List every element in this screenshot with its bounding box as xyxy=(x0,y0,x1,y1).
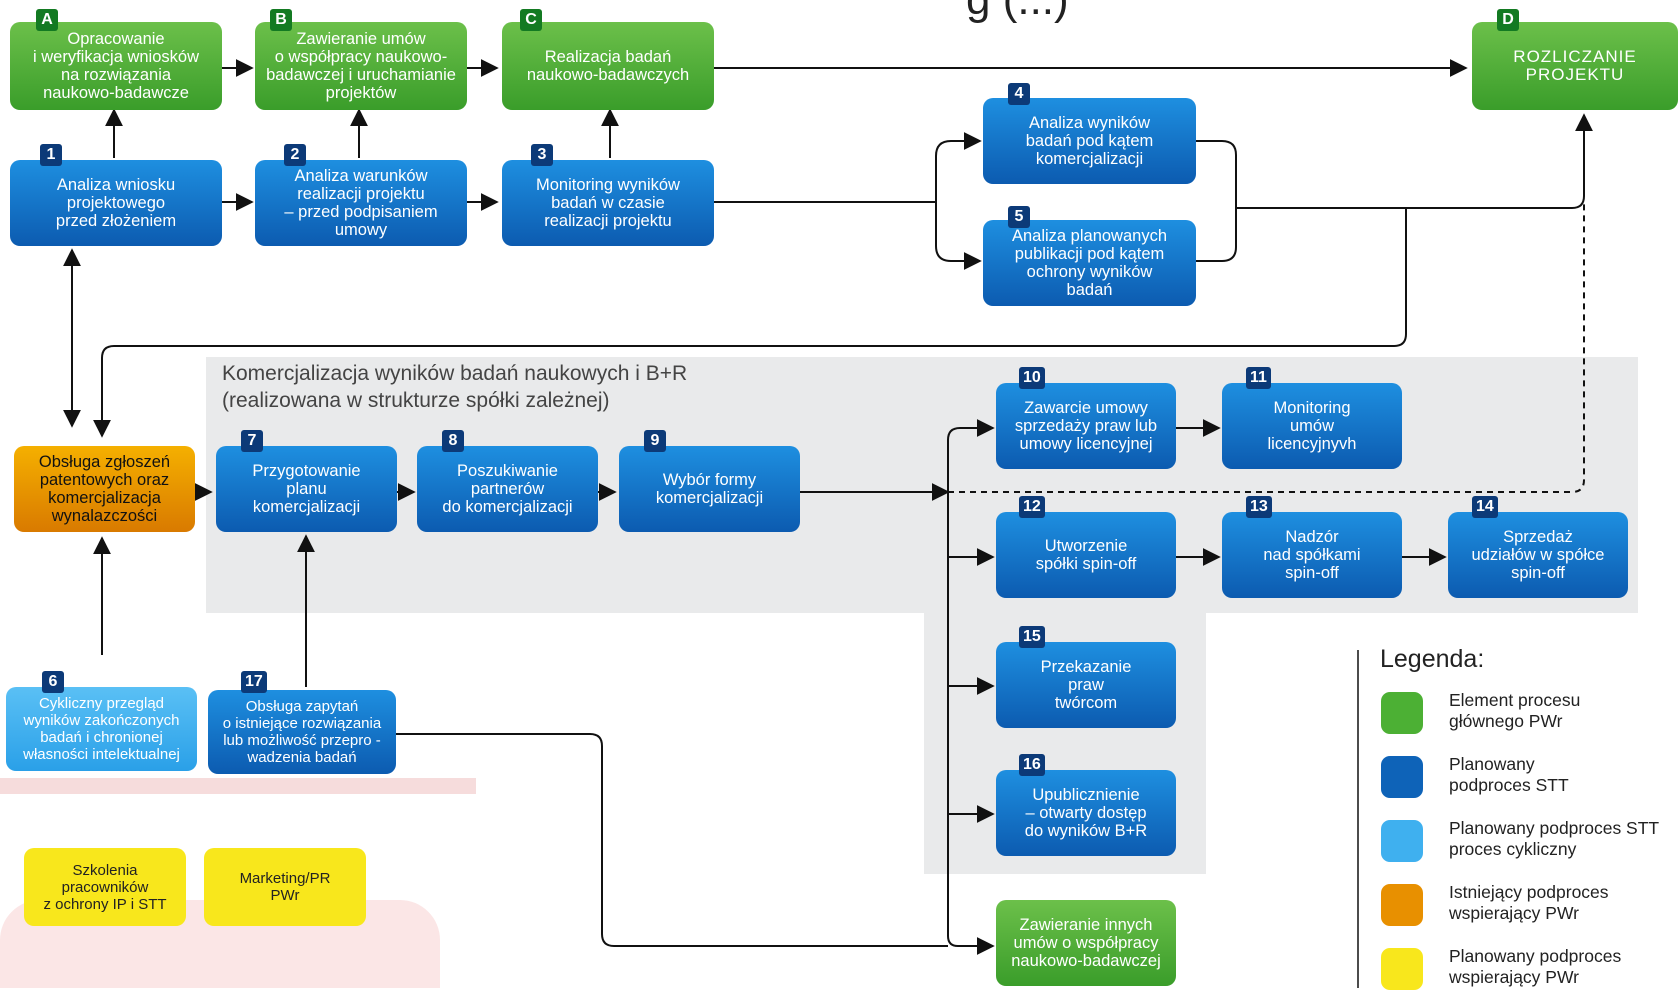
badge-d: D xyxy=(1497,9,1519,31)
process-box-10-text: Zawarcie umowy sprzedaży praw lub umowy … xyxy=(1014,399,1158,453)
process-box-d[interactable]: ROZLICZANIE PROJEKTU xyxy=(1472,22,1678,110)
patent-service-text: Obsługa zgłoszeń patentowych oraz komerc… xyxy=(38,453,171,525)
badge-4: 4 xyxy=(1008,83,1030,105)
process-box-6-text: Cykliczny przegląd wyników zakończonych … xyxy=(23,695,180,763)
process-box-c-text: Realizacja badań naukowo-badawczych xyxy=(526,48,690,84)
badge-6: 6 xyxy=(42,671,64,693)
badge-7: 7 xyxy=(241,430,263,452)
process-box-3-text: Monitoring wyników badań w czasie realiz… xyxy=(536,176,680,230)
badge-8: 8 xyxy=(442,430,464,452)
process-box-c[interactable]: Realizacja badań naukowo-badawczych xyxy=(502,22,714,110)
legend-swatch-2 xyxy=(1381,756,1423,798)
badge-a: A xyxy=(36,9,58,31)
process-box-13-text: Nadzór nad spółkami spin-off xyxy=(1263,528,1361,582)
process-box-4-text: Analiza wyników badań pod kątem komercja… xyxy=(1025,114,1154,168)
process-box-12[interactable]: Utworzenie spółki spin-off xyxy=(996,512,1176,598)
process-box-1-text: Analiza wniosku projektowego przed złoże… xyxy=(55,176,177,230)
legend-swatch-5 xyxy=(1381,948,1423,990)
badge-9: 9 xyxy=(644,430,666,452)
badge-1: 1 xyxy=(40,144,62,166)
marketing-box[interactable]: Marketing/PR PWr xyxy=(204,848,366,926)
training-box[interactable]: Szkolenia pracowników z ochrony IP i STT xyxy=(24,848,186,926)
process-box-16-text: Upublicznienie – otwarty dostęp do wynik… xyxy=(1024,786,1148,840)
patent-service-box[interactable]: Obsługa zgłoszeń patentowych oraz komerc… xyxy=(14,446,195,532)
badge-b: B xyxy=(270,9,292,31)
process-box-5-text: Analiza planowanych publikacji pod kątem… xyxy=(1011,227,1168,299)
process-box-a[interactable]: Opracowanie i weryfikacja wniosków na ro… xyxy=(10,22,222,110)
process-box-3[interactable]: Monitoring wyników badań w czasie realiz… xyxy=(502,160,714,246)
badge-12: 12 xyxy=(1019,496,1045,518)
process-box-14-text: Sprzedaż udziałów w spółce spin-off xyxy=(1471,528,1605,582)
other-agreements-text: Zawieranie innych umów o współpracy nauk… xyxy=(1011,916,1161,970)
process-box-2[interactable]: Analiza warunków realizacji projektu – p… xyxy=(255,160,467,246)
process-box-11[interactable]: Monitoring umów licencyjnyvh xyxy=(1222,383,1402,469)
process-box-6[interactable]: Cykliczny przegląd wyników zakończonych … xyxy=(6,687,197,771)
legend-title: Legenda: xyxy=(1380,645,1485,673)
watermark-stripe xyxy=(0,778,476,794)
process-box-2-text: Analiza warunków realizacji projektu – p… xyxy=(284,167,438,239)
badge-14: 14 xyxy=(1472,496,1498,518)
process-box-12-text: Utworzenie spółki spin-off xyxy=(1035,537,1137,573)
process-box-b[interactable]: Zawieranie umów o współpracy naukowo- ba… xyxy=(255,22,467,110)
badge-10: 10 xyxy=(1019,367,1045,389)
marketing-text: Marketing/PR PWr xyxy=(239,870,331,904)
badge-15: 15 xyxy=(1019,626,1045,648)
process-box-16[interactable]: Upublicznienie – otwarty dostęp do wynik… xyxy=(996,770,1176,856)
badge-c: C xyxy=(520,9,542,31)
process-box-11-text: Monitoring umów licencyjnyvh xyxy=(1267,399,1357,453)
process-box-15-text: Przekazanie praw twórcom xyxy=(1040,658,1132,712)
badge-3: 3 xyxy=(531,144,553,166)
process-box-17[interactable]: Obsługa zapytań o istniejące rozwiązania… xyxy=(208,690,396,774)
legend-label-5: Planowany podproces wspierający PWr xyxy=(1449,946,1622,987)
process-box-13[interactable]: Nadzór nad spółkami spin-off xyxy=(1222,512,1402,598)
process-box-9[interactable]: Wybór formy komercjalizacji xyxy=(619,446,800,532)
badge-11: 11 xyxy=(1246,367,1271,389)
process-box-7[interactable]: Przygotowanie planu komercjalizacji xyxy=(216,446,397,532)
process-box-7-text: Przygotowanie planu komercjalizacji xyxy=(252,462,361,516)
process-box-14[interactable]: Sprzedaż udziałów w spółce spin-off xyxy=(1448,512,1628,598)
legend-label-1: Element procesu głównego PWr xyxy=(1449,690,1581,731)
process-box-9-text: Wybór formy komercjalizacji xyxy=(655,471,764,507)
legend-swatch-4 xyxy=(1381,884,1423,926)
process-box-15[interactable]: Przekazanie praw twórcom xyxy=(996,642,1176,728)
legend-label-3: Planowany podproces STT proces cykliczny xyxy=(1449,818,1660,859)
process-box-17-text: Obsługa zapytań o istniejące rozwiązania… xyxy=(222,698,382,766)
process-box-8-text: Poszukiwanie partnerów do komercjalizacj… xyxy=(442,462,573,516)
training-text: Szkolenia pracowników z ochrony IP i STT xyxy=(43,861,167,913)
legend-label-2: Planowany podproces STT xyxy=(1449,754,1569,795)
section-label: Komercjalizacja wyników badań naukowych … xyxy=(222,362,688,412)
legend-label-4: Istniejący podproces wspierający PWr xyxy=(1449,882,1609,923)
process-box-b-text: Zawieranie umów o współpracy naukowo- ba… xyxy=(266,30,456,102)
other-agreements-box[interactable]: Zawieranie innych umów o współpracy nauk… xyxy=(996,900,1176,986)
legend-swatch-1 xyxy=(1381,692,1423,734)
process-box-1[interactable]: Analiza wniosku projektowego przed złoże… xyxy=(10,160,222,246)
badge-5: 5 xyxy=(1008,206,1030,228)
badge-2: 2 xyxy=(284,144,306,166)
process-box-a-text: Opracowanie i weryfikacja wniosków na ro… xyxy=(33,30,199,102)
process-box-5[interactable]: Analiza planowanych publikacji pod kątem… xyxy=(983,220,1196,306)
badge-13: 13 xyxy=(1246,496,1272,518)
legend-swatch-3 xyxy=(1381,820,1423,862)
title-fragment: g (...) xyxy=(966,0,1069,22)
process-box-4[interactable]: Analiza wyników badań pod kątem komercja… xyxy=(983,98,1196,184)
badge-17: 17 xyxy=(241,671,267,693)
process-box-10[interactable]: Zawarcie umowy sprzedaży praw lub umowy … xyxy=(996,383,1176,469)
process-box-8[interactable]: Poszukiwanie partnerów do komercjalizacj… xyxy=(417,446,598,532)
badge-16: 16 xyxy=(1019,754,1045,776)
process-box-d-text: ROZLICZANIE PROJEKTU xyxy=(1513,47,1637,84)
